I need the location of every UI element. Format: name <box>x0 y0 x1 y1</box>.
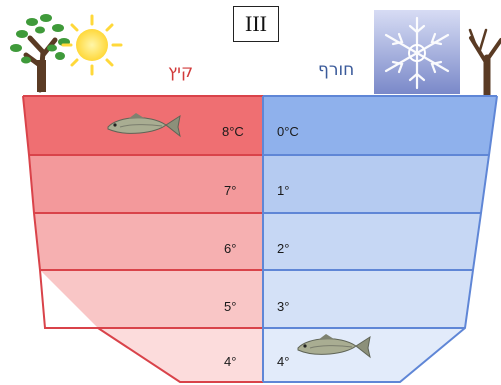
panel-number: III <box>233 6 279 42</box>
summer-temp-1: 8°C <box>222 124 244 139</box>
summer-band-5 <box>98 328 263 382</box>
winter-band-2 <box>263 155 489 213</box>
summer-band-2 <box>29 155 263 213</box>
summer-temp-5: 4° <box>224 354 237 369</box>
winter-band-3 <box>263 213 481 270</box>
winter-temp-5: 4° <box>277 354 290 369</box>
summer-band-4 <box>40 270 263 328</box>
winter-band-5 <box>263 328 465 382</box>
winter-column <box>262 95 498 383</box>
winter-band-1 <box>263 96 497 155</box>
fish-icon <box>297 334 371 359</box>
summer-band-3 <box>34 213 263 270</box>
fish-icon <box>107 113 181 138</box>
summer-temp-2: 7° <box>224 183 237 198</box>
winter-temp-2: 1° <box>277 183 290 198</box>
winter-temp-1: 0°C <box>277 124 299 139</box>
summer-temp-3: 6° <box>224 241 237 256</box>
bare-tree-icon <box>468 28 501 100</box>
winter-band-4 <box>263 270 473 328</box>
winter-temp-4: 3° <box>277 299 290 314</box>
summer-temp-4: 5° <box>224 299 237 314</box>
tree-icon <box>10 14 70 93</box>
sun-icon <box>61 14 123 76</box>
winter-temp-3: 2° <box>277 241 290 256</box>
winter-label: חורף <box>318 60 355 80</box>
summer-label: קיץ <box>168 62 194 82</box>
snowflake-icon <box>374 10 460 94</box>
